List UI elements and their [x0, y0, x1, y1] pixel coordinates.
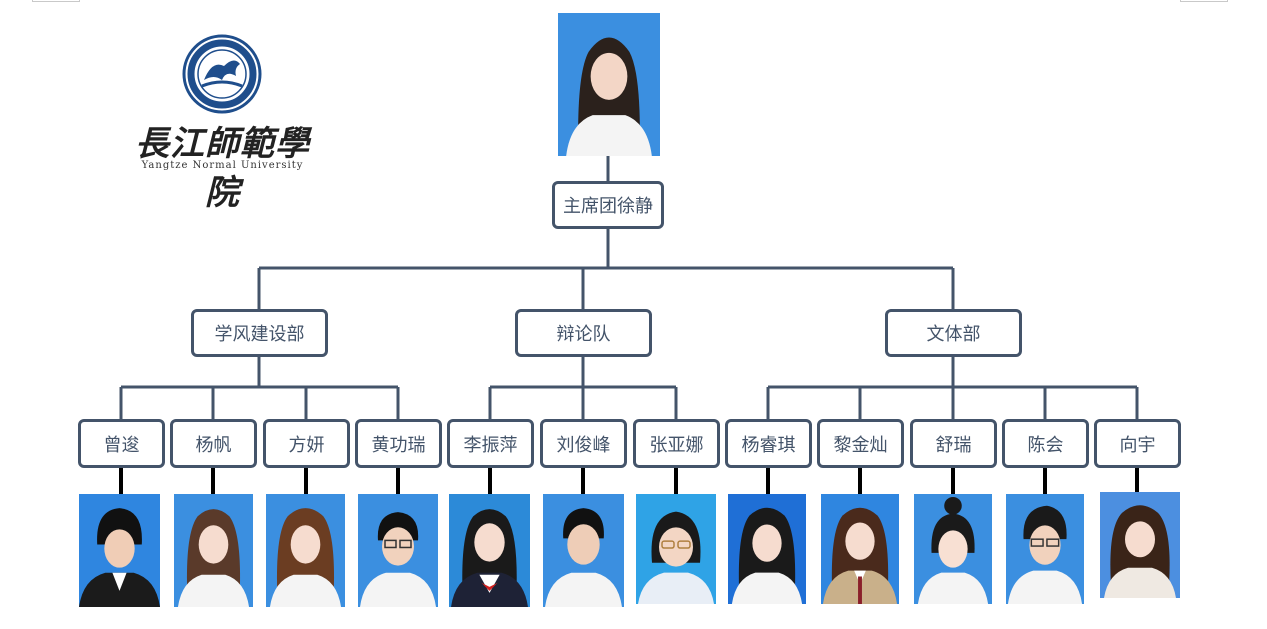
university-logo: 長江師範學院 Yangtze Normal University [120, 34, 325, 213]
dept-node-study: 学风建设部 [191, 309, 328, 357]
member-photo [1100, 492, 1180, 598]
university-name-cn: 長江師範學院 [135, 124, 310, 213]
member-photo [636, 494, 716, 604]
member-photo [543, 494, 624, 607]
page-corner-right [1180, 0, 1228, 2]
member-photo [79, 494, 160, 607]
root-node: 主席团徐静 [552, 181, 664, 229]
university-emblem [182, 34, 262, 114]
member-node: 陈会 [1002, 419, 1089, 468]
member-node: 杨帆 [170, 419, 257, 468]
dept-node-sports: 文体部 [885, 309, 1022, 357]
page-corner-left [32, 0, 80, 2]
member-photo [174, 494, 253, 607]
root-photo [558, 13, 660, 156]
university-name-en: Yangtze Normal University [141, 160, 304, 171]
member-photo [449, 494, 530, 607]
member-node: 曾逡 [78, 419, 165, 468]
dept-node-debate: 辩论队 [515, 309, 652, 357]
member-photo [358, 494, 438, 607]
member-photo [266, 494, 345, 607]
member-node: 舒瑞 [910, 419, 997, 468]
member-node: 杨睿琪 [725, 419, 812, 468]
member-photo [914, 494, 992, 604]
member-photo [1006, 494, 1084, 604]
member-node: 李振萍 [447, 419, 534, 468]
member-node: 张亚娜 [633, 419, 720, 468]
member-photo [728, 494, 806, 604]
member-node: 方妍 [263, 419, 350, 468]
member-node: 黄功瑞 [355, 419, 442, 468]
member-node: 黎金灿 [817, 419, 904, 468]
member-node: 向宇 [1094, 419, 1181, 468]
member-photo [821, 494, 899, 604]
member-node: 刘俊峰 [540, 419, 627, 468]
